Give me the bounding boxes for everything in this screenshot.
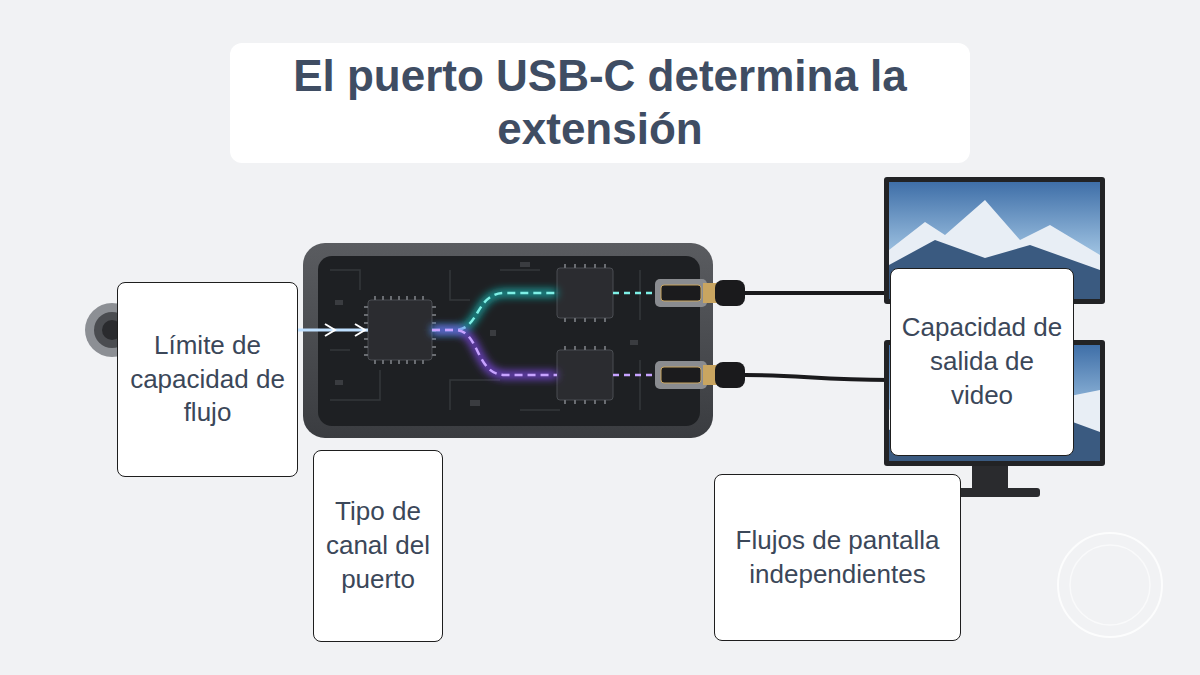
title-panel: El puerto USB-C determina la extensión bbox=[230, 43, 970, 163]
watermark-logo bbox=[1070, 545, 1150, 625]
video-flow-b bbox=[613, 374, 655, 377]
video-flow-b bbox=[432, 330, 557, 375]
callout-box: Flujos de pantalla independientes bbox=[714, 474, 961, 641]
callout-box: Capacidad de salida de video bbox=[890, 268, 1074, 456]
hdmi-cable bbox=[745, 291, 890, 295]
flow-chevron bbox=[325, 324, 335, 336]
flow-glow bbox=[432, 330, 557, 375]
hdmi-plug bbox=[703, 283, 717, 303]
hdmi-port bbox=[655, 279, 707, 307]
video-chip bbox=[557, 350, 613, 400]
callout-text: Flujos de pantalla independientes bbox=[725, 524, 950, 592]
watermark-logo bbox=[1058, 533, 1162, 637]
video-chip bbox=[557, 268, 613, 318]
callout-text: Tipo de canal del puerto bbox=[324, 495, 432, 596]
hdmi-port bbox=[655, 361, 707, 389]
callout-box: Límite de capacidad de flujo bbox=[117, 282, 298, 477]
callout-box: Tipo de canal del puerto bbox=[313, 450, 443, 642]
monitor-stand bbox=[972, 466, 1008, 490]
controller-chip bbox=[368, 300, 432, 360]
chip-pins bbox=[565, 264, 605, 404]
hdmi-port bbox=[661, 367, 701, 383]
hdmi-port bbox=[661, 285, 701, 301]
title: El puerto USB-C determina la extensión bbox=[230, 50, 970, 156]
callout-text: Capacidad de salida de video bbox=[901, 311, 1063, 412]
hdmi-plug bbox=[703, 365, 717, 385]
chip-pins bbox=[364, 296, 436, 364]
callout-text: Límite de capacidad de flujo bbox=[128, 329, 287, 430]
video-flow-a bbox=[432, 293, 557, 330]
hdmi-cable bbox=[745, 375, 890, 380]
flow-glow bbox=[432, 293, 557, 330]
board-components bbox=[335, 262, 638, 406]
hub-housing bbox=[303, 243, 713, 438]
circuit-board bbox=[318, 256, 700, 426]
flow-chevron bbox=[355, 324, 365, 336]
video-flow-a bbox=[613, 292, 655, 295]
hdmi-plug bbox=[715, 362, 745, 388]
input-flow-glow bbox=[296, 325, 368, 335]
hdmi-plug bbox=[715, 280, 745, 306]
